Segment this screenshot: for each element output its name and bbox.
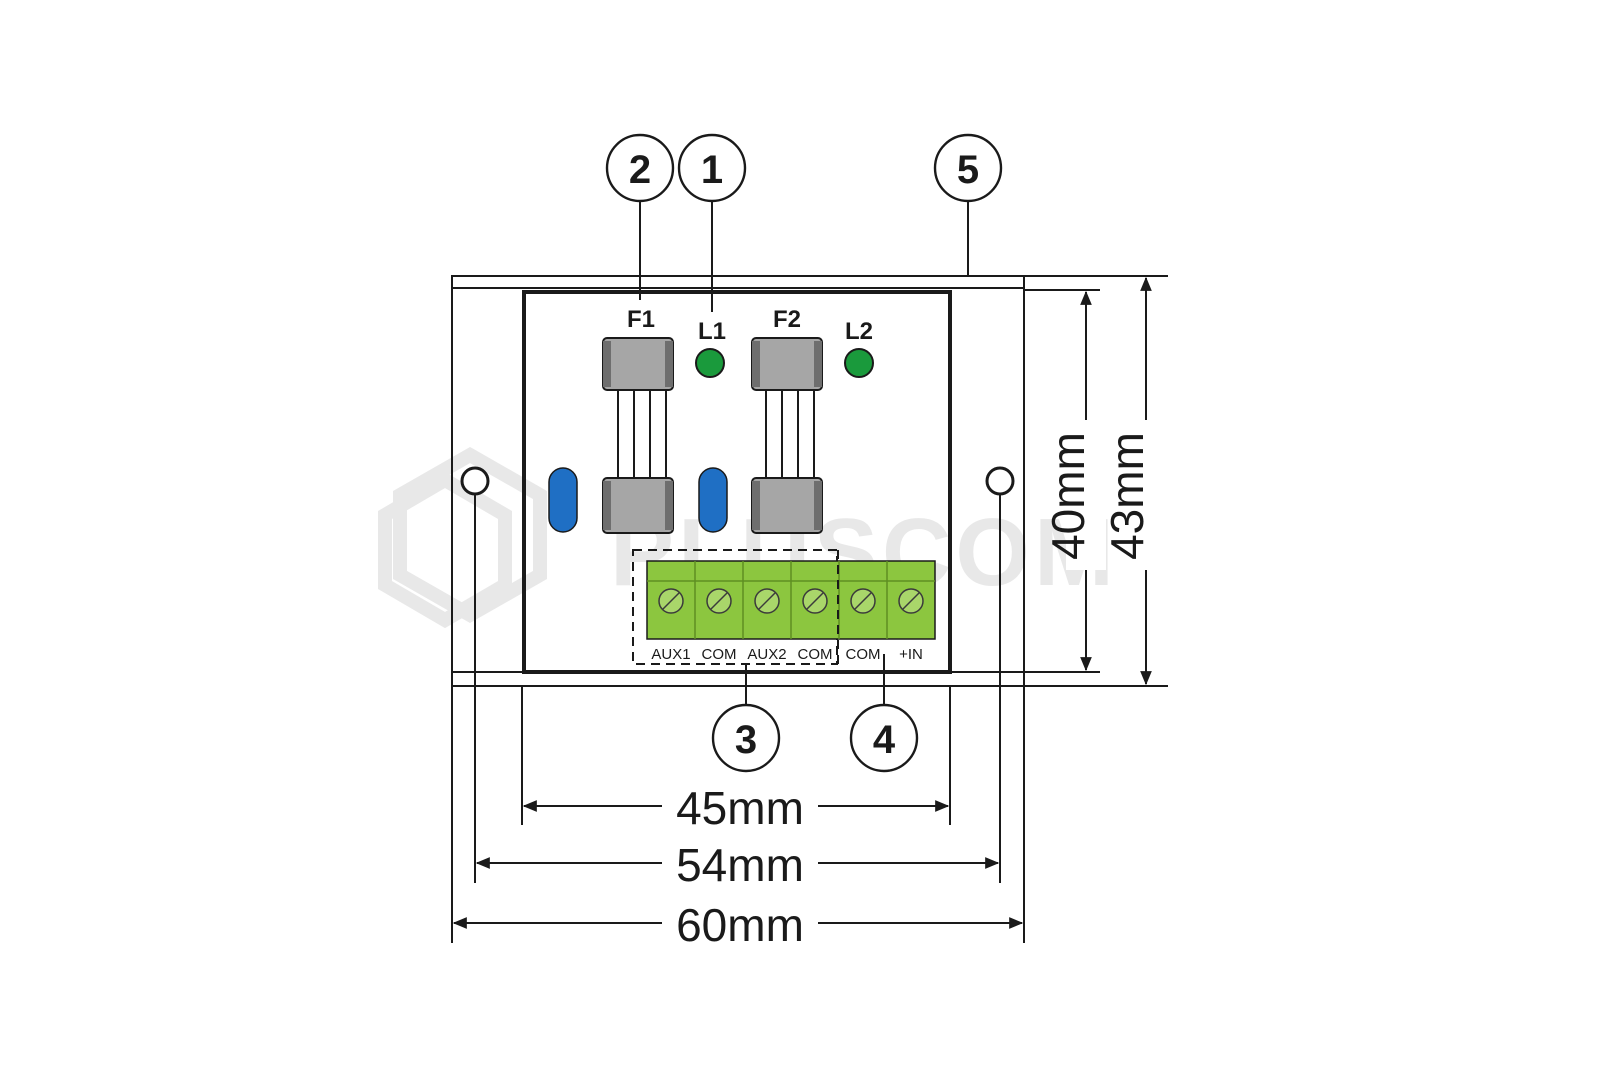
callout-number: 4 — [873, 718, 896, 762]
fuse-cap-bottom — [602, 477, 674, 534]
terminal-label: COM — [702, 646, 737, 663]
terminal-label: COM — [846, 646, 881, 663]
dimension-label-45mm: 45mm — [676, 782, 804, 834]
fuse-cap-top — [602, 337, 674, 391]
callout-4: 4 — [849, 703, 919, 773]
terminal-screw-slot — [710, 592, 728, 610]
dimension-lines: 45mm 54mm 60mm 40mm 43mm — [451, 275, 1168, 951]
mounting-hole-left — [460, 466, 490, 496]
mounting-hole-right — [985, 466, 1015, 496]
jumper-left — [548, 467, 578, 533]
fuse-cap-top — [751, 337, 823, 391]
fuse-label-f1: F1 — [627, 306, 655, 333]
callout-1: 1 — [677, 133, 747, 203]
callout-number: 1 — [701, 148, 723, 192]
fuse-cap-bottom — [751, 477, 823, 534]
terminal-screw-slot — [806, 592, 824, 610]
fuse-glass-body — [765, 389, 815, 481]
board-inner-panel — [522, 290, 952, 674]
dimension-label-54mm: 54mm — [676, 839, 804, 891]
watermark-logo-icon — [378, 446, 547, 629]
terminal-labels: AUX1 COM AUX2 COM COM +IN — [651, 646, 922, 663]
callout-5: 5 — [933, 133, 1003, 203]
terminal-screw-slot — [902, 592, 920, 610]
terminal-screw-slot — [758, 592, 776, 610]
terminal-screw-slot — [854, 592, 872, 610]
callout-2: 2 — [605, 133, 675, 203]
dimension-label-40mm: 40mm — [1042, 432, 1094, 560]
dimension-label-60mm: 60mm — [676, 899, 804, 951]
jumper-center — [698, 467, 728, 533]
terminal-block: AUX1 COM AUX2 COM COM +IN — [646, 560, 936, 663]
led-indicator-icon — [695, 348, 725, 378]
terminal-label: +IN — [899, 646, 923, 663]
led-indicator-icon — [844, 348, 874, 378]
led-l2: L2 — [844, 318, 874, 378]
board-outer-edge — [451, 275, 1025, 687]
terminal-label: AUX2 — [747, 646, 786, 663]
led-label-l2: L2 — [845, 318, 873, 345]
fuse-f2: F2 — [751, 306, 823, 534]
terminal-label: AUX1 — [651, 646, 690, 663]
terminal-screw-slot — [662, 592, 680, 610]
callout-number: 5 — [957, 148, 979, 192]
callout-number: 2 — [629, 148, 651, 192]
terminal-screws — [658, 561, 924, 639]
callout-number: 3 — [735, 718, 757, 762]
fuse-glass-body — [617, 389, 667, 481]
callout-3: 3 — [711, 703, 781, 773]
fuse-label-f2: F2 — [773, 306, 801, 333]
fuse-f1: F1 — [602, 306, 674, 534]
leader-lines — [639, 201, 969, 705]
led-l1: L1 — [695, 318, 726, 378]
dimension-label-43mm: 43mm — [1101, 432, 1153, 560]
led-label-l1: L1 — [698, 318, 726, 345]
terminal-label: COM — [798, 646, 833, 663]
module-board — [451, 275, 1025, 687]
